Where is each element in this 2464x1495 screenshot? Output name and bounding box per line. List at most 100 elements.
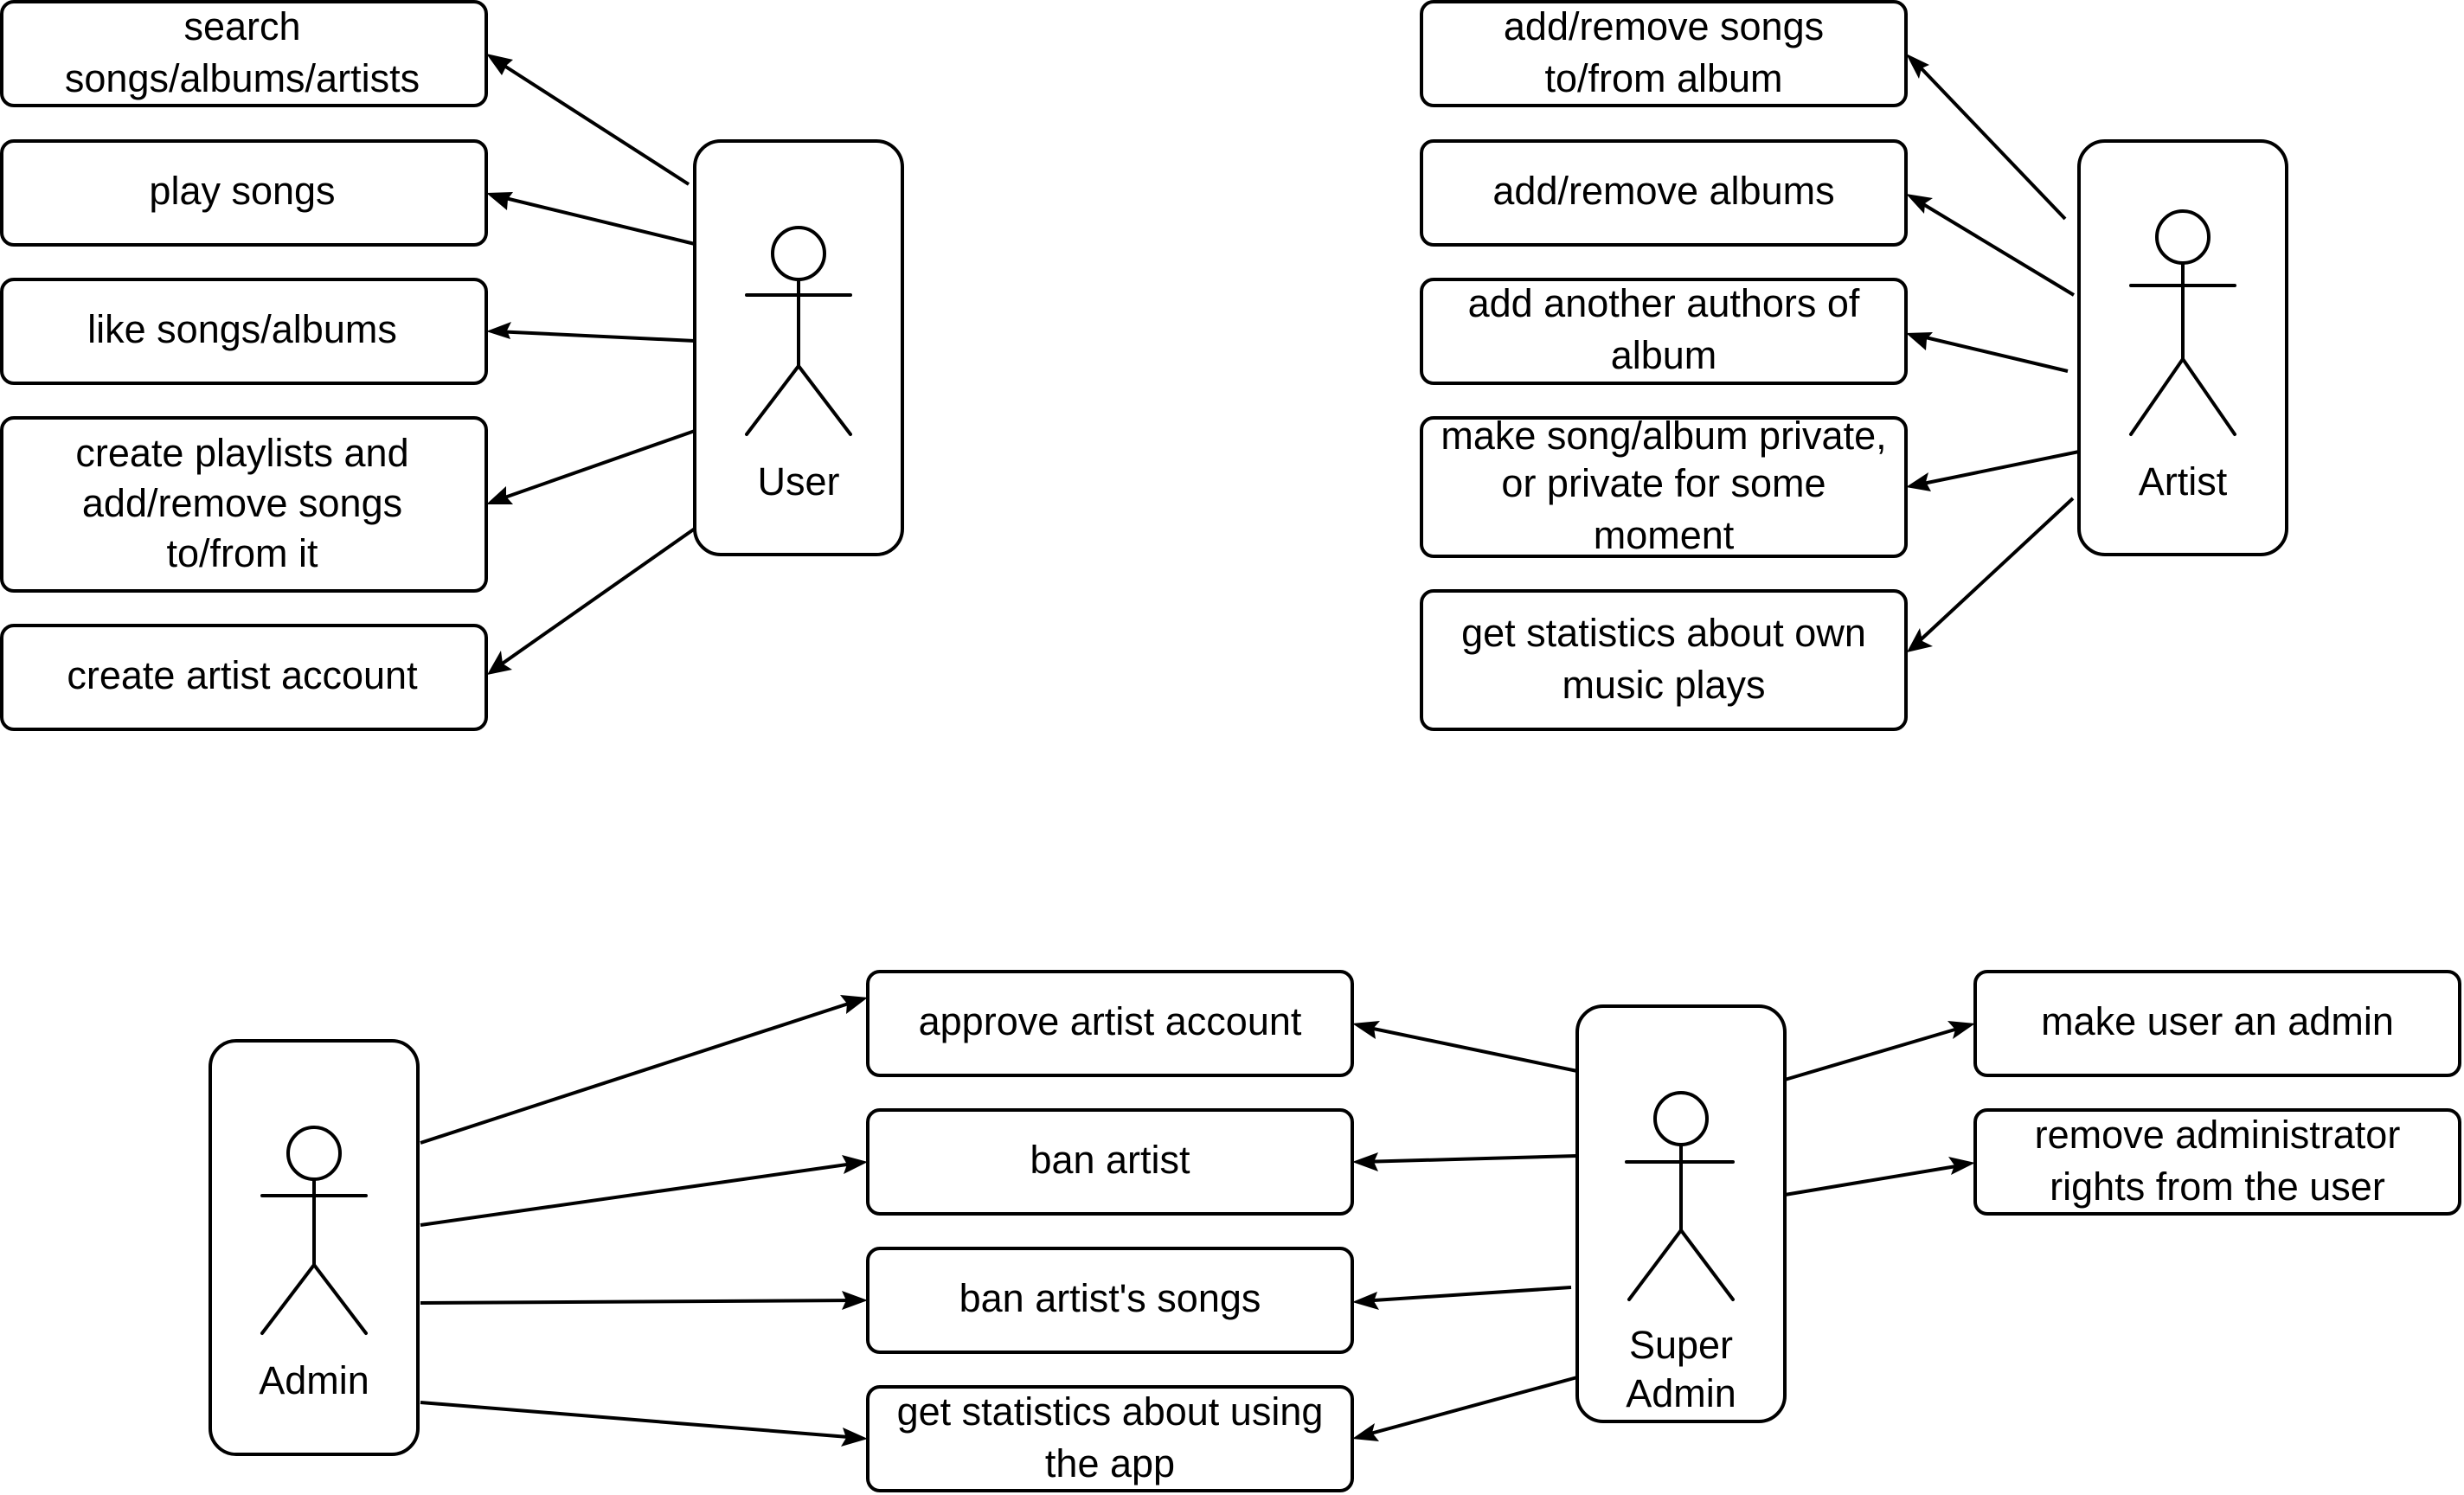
use-case-label: get statistics about own [1461,611,1866,655]
actor-label: Admin [259,1358,369,1402]
arrow [494,194,696,246]
arrowhead-icon [1352,1021,1380,1039]
admin-arrows [420,995,868,1447]
arrowhead-icon [1947,1021,1975,1039]
arrow [1360,1376,1578,1438]
arrowhead-icon [1906,472,1931,491]
use-case-label: the app [1045,1441,1175,1485]
arrowhead-icon [1352,1423,1379,1441]
admin-group: approve artist account ban artist ban ar… [209,970,2461,1492]
use-case-label: add/remove songs [82,481,402,525]
use-case-remove-admin[interactable]: remove administrator rights from the use… [1973,1108,2461,1216]
stick-figure-icon [745,226,852,436]
stick-figure-icon [2129,209,2236,436]
use-case-label: create artist account [67,653,418,697]
arrow [420,1401,860,1440]
arrow [420,1161,860,1227]
arrowhead-icon [842,1155,868,1174]
use-case-label: search [183,4,300,48]
actor-artist[interactable]: Artist [2077,139,2288,556]
stick-figure-icon [260,1126,368,1335]
user-group: search songs/albums/artists play songs l… [0,0,904,731]
use-case-ban-artist[interactable]: ban artist [866,1108,1354,1216]
use-case-label: create playlists and [75,431,408,475]
use-case-approve-artist[interactable]: approve artist account [866,970,1354,1077]
user-arrows [486,54,696,675]
artist-arrows [1906,54,2080,652]
use-case-like-songs[interactable]: like songs/albums [0,278,488,385]
arrow [1360,1154,1578,1164]
arrowhead-icon [486,322,511,339]
use-case-label: add/remove albums [1492,169,1834,213]
arrowhead-icon [486,486,513,504]
use-case-label: to/from album [1544,56,1782,100]
use-case-ban-artist-songs[interactable]: ban artist's songs [866,1247,1354,1354]
actor-label: User [757,459,839,504]
use-case-label: ban artist's songs [959,1276,1261,1320]
super-admin-arrows [1352,1021,1975,1441]
use-case-label: songs/albums/artists [65,56,420,100]
arrow [1913,60,2067,221]
arrowhead-icon [1352,1152,1378,1171]
arrow [1913,497,2075,647]
use-case-add-remove-albums[interactable]: add/remove albums [1420,139,1908,247]
arrowhead-icon [1352,1292,1379,1310]
use-case-label: play songs [149,169,335,213]
arrow [1360,1286,1572,1303]
arrowhead-icon [486,54,513,75]
use-case-make-private[interactable]: make song/album private, or private for … [1420,414,1908,558]
stick-figure-icon [1625,1091,1735,1301]
use-case-add-remove-songs[interactable]: add/remove songs to/from album [1420,0,1908,107]
arrow [493,527,696,671]
use-case-search[interactable]: search songs/albums/artists [0,0,488,107]
use-case-add-authors[interactable]: add another authors of album [1420,278,1908,385]
artist-group: add/remove songs to/from album add/remov… [1420,0,2288,731]
arrow [420,998,860,1145]
actor-super-admin[interactable]: Super Admin [1575,1004,1787,1423]
use-case-label: rights from the user [2050,1165,2385,1209]
use-case-label: moment [1594,513,1735,557]
use-case-create-artist-account[interactable]: create artist account [0,624,488,731]
arrowhead-icon [1907,628,1933,652]
arrowhead-icon [840,995,868,1014]
use-case-label: album [1611,333,1717,377]
arrow [420,1299,860,1305]
arrowhead-icon [487,651,512,675]
arrowhead-icon [841,1428,868,1447]
use-case-label: ban artist [1030,1138,1190,1182]
arrowhead-icon [1906,194,1933,214]
use-case-play-songs[interactable]: play songs [0,139,488,247]
use-case-artist-statistics[interactable]: get statistics about own music plays [1420,589,1908,731]
arrowhead-icon [1948,1157,1975,1175]
use-case-label: make user an admin [2041,999,2394,1043]
use-case-label: add/remove songs [1504,4,1824,48]
use-case-app-statistics[interactable]: get statistics about using the app [866,1385,1354,1492]
arrow [494,429,696,503]
use-case-label: remove administrator [2035,1113,2401,1157]
actor-label: Super [1629,1323,1733,1367]
use-case-label: to/from it [166,531,318,575]
arrow [493,58,690,186]
use-case-create-playlists[interactable]: create playlists and add/remove songs to… [0,416,488,593]
use-case-label: add another authors of [1468,281,1860,325]
arrowhead-icon [1906,54,1929,79]
arrow [1784,1163,1967,1197]
use-case-label: approve artist account [919,999,1302,1043]
arrow [1913,197,2076,297]
arrowhead-icon [842,1291,868,1310]
arrowhead-icon [1906,332,1933,350]
use-case-label: get statistics about using [897,1389,1324,1434]
use-case-label: make song/album private, [1441,414,1886,458]
arrow [1914,450,2080,487]
arrowhead-icon [486,192,513,210]
actor-user[interactable]: User [693,139,904,556]
actor-admin[interactable]: Admin [209,1039,420,1456]
arrow [1784,1024,1967,1081]
actor-label: Artist [2139,459,2228,504]
use-case-make-admin[interactable]: make user an admin [1973,970,2461,1077]
actor-label: Admin [1626,1371,1736,1415]
arrow [1360,1024,1578,1073]
arrow [1914,333,2069,373]
arrow [494,330,696,343]
